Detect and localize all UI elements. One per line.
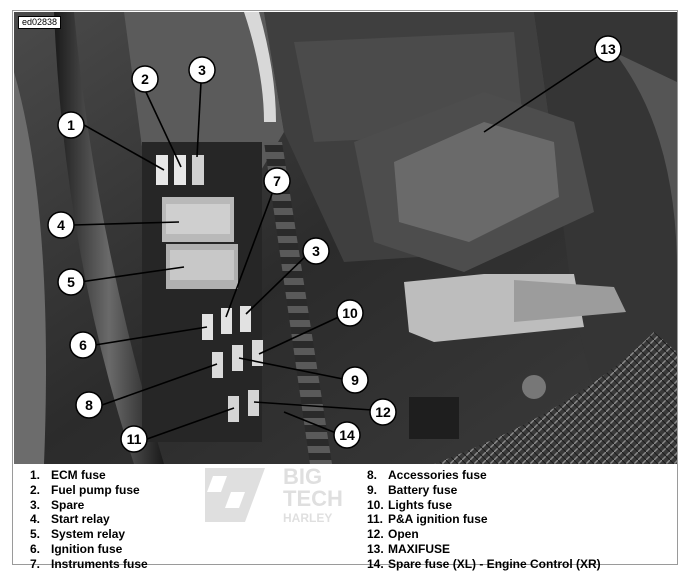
watermark-logo: BIG TECH HARLEY [205, 464, 343, 525]
callout-14: 14 [333, 421, 361, 449]
callout-5: 5 [57, 268, 85, 296]
svg-text:14: 14 [339, 427, 355, 443]
legend-item: 14.Spare fuse (XL) - Engine Control (XR) [367, 556, 601, 571]
callout-6: 6 [69, 331, 97, 359]
callout-13: 13 [594, 35, 622, 63]
legend-item: 4.Start relay [30, 512, 110, 527]
svg-text:5: 5 [67, 274, 75, 290]
figure-id: ed02838 [18, 16, 62, 29]
legend-item: 7.Instruments fuse [30, 556, 148, 571]
legend-item: 8.Accessories fuse [367, 468, 487, 482]
fuse-7 [221, 308, 232, 334]
relay-system-label [170, 250, 234, 280]
fuse-3-spare [192, 155, 204, 185]
fuse-block-body [142, 142, 262, 442]
callout-3b: 3 [302, 237, 330, 265]
svg-text:12: 12 [375, 404, 391, 420]
callout-9: 9 [341, 366, 369, 394]
legend-column-right: 8.Accessories fuse 9.Battery fuse 10.Lig… [367, 468, 601, 572]
svg-text:4: 4 [57, 217, 65, 233]
fuse-8 [212, 352, 223, 378]
relay-start-label [166, 204, 230, 234]
fuse-block-photo: 1 2 3 4 5 6 7 3 8 9 10 11 12 13 14 ed028… [14, 12, 677, 464]
fuse-10 [252, 340, 263, 366]
upper-bracket [124, 12, 284, 182]
watermark-line3: HARLEY [283, 511, 332, 525]
svg-text:9: 9 [351, 372, 359, 388]
callout-4: 4 [47, 211, 75, 239]
legend-item: 2.Fuel pump fuse [30, 482, 140, 497]
svg-text:8: 8 [85, 397, 93, 413]
legend-column-left: 1.ECM fuse 2.Fuel pump fuse 3.Spare 4.St… [30, 468, 148, 572]
svg-text:11: 11 [127, 431, 142, 447]
svg-text:2: 2 [141, 71, 149, 87]
callout-11: 11 [120, 425, 148, 453]
callout-2: 2 [131, 65, 159, 93]
legend: 1.ECM fuse 2.Fuel pump fuse 3.Spare 4.St… [14, 465, 677, 571]
legend-item: 3.Spare [30, 497, 85, 512]
coiled-wire [264, 142, 332, 464]
legend-item: 12.Open [367, 527, 419, 542]
fuse-2 [174, 155, 186, 185]
legend-item: 13.MAXIFUSE [367, 541, 451, 556]
fuse-9 [232, 345, 243, 371]
mount-clip [409, 397, 459, 439]
svg-text:3: 3 [198, 62, 206, 78]
watermark-line1: BIG [283, 464, 322, 489]
callout-8: 8 [75, 391, 103, 419]
legend-item: 6.Ignition fuse [30, 541, 123, 556]
svg-text:3: 3 [312, 243, 320, 259]
fuse-6 [202, 314, 213, 340]
callout-12: 12 [369, 398, 397, 426]
callout-10: 10 [336, 299, 364, 327]
connector-latch [514, 280, 626, 322]
callout-3: 3 [188, 56, 216, 84]
maxifuse-face [394, 122, 559, 242]
legend-item: 5.System relay [30, 527, 126, 542]
svg-text:6: 6 [79, 337, 87, 353]
callout-7: 7 [263, 167, 291, 195]
frame-tube [14, 72, 46, 464]
callouts: 1 2 3 4 5 6 7 3 8 9 10 11 12 13 14 [47, 35, 622, 453]
fuse-1 [156, 155, 168, 185]
fuse-3b [240, 306, 251, 332]
svg-text:1: 1 [67, 117, 75, 133]
svg-text:7: 7 [273, 173, 281, 189]
svg-text:10: 10 [342, 305, 358, 321]
white-cable [244, 12, 276, 122]
legend-item: 9.Battery fuse [367, 482, 458, 497]
leader-lines [72, 56, 598, 440]
legend-item: 10.Lights fuse [367, 497, 453, 512]
legend-item: 1.ECM fuse [30, 468, 106, 482]
bolt-head [522, 375, 546, 399]
right-highlight [614, 52, 677, 272]
braided-loom [434, 332, 677, 464]
watermark-flag [205, 468, 265, 522]
legend-item: 11.P&A ignition fuse [367, 512, 488, 527]
callout-1: 1 [57, 111, 85, 139]
watermark-line2: TECH [283, 486, 343, 511]
svg-text:13: 13 [600, 41, 616, 57]
fuse-12 [248, 390, 259, 416]
